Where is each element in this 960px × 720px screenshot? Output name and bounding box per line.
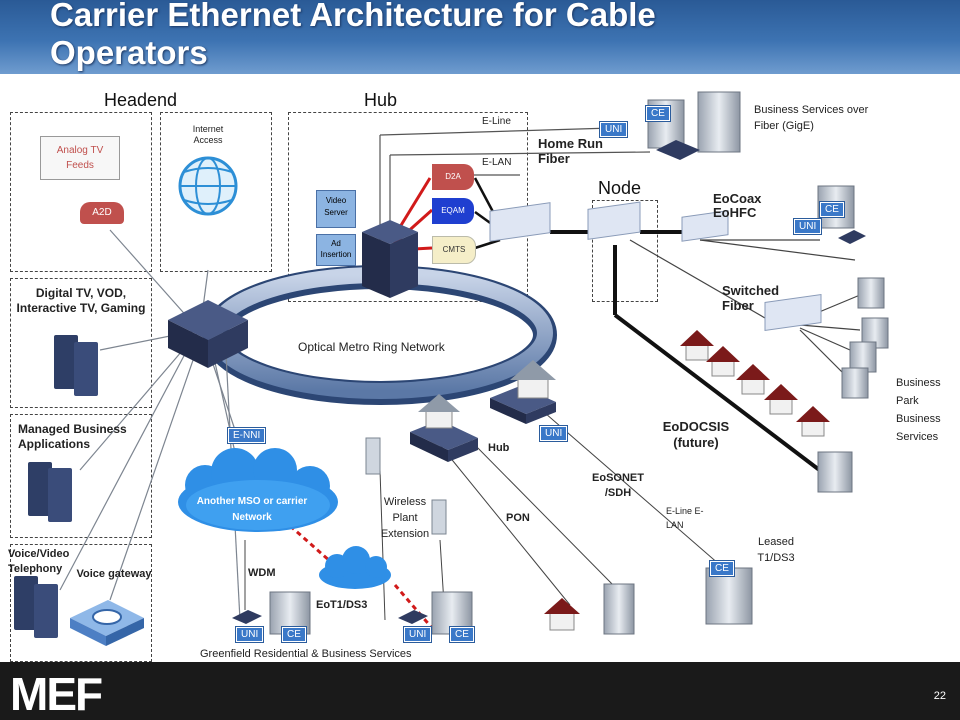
ce-tag: CE (710, 561, 734, 576)
business-fiber-label: Business Services over Fiber (GigE) (754, 104, 869, 132)
voice-video-label: Voice/Video Telephony (8, 548, 70, 575)
voice-gateway-icon (70, 600, 144, 646)
section-headend: Headend (104, 90, 178, 110)
switched-fiber-label: Switched Fiber (722, 283, 780, 313)
business-park-icons (841, 277, 889, 399)
slide-footer: MEF 22 (0, 662, 960, 720)
uni-tag: UNI (794, 219, 822, 234)
eosonet-label: EoSONET /SDH (592, 472, 644, 499)
eot1-label: EoT1/DS3 (316, 599, 368, 611)
cmts-label: CMTS (432, 236, 476, 264)
eline-elan-label: E-Line E-LAN (666, 506, 704, 530)
internet-globe-icon (178, 156, 238, 216)
analog-tv-box (10, 112, 152, 272)
e-nni-tag: E-NNI (228, 428, 266, 443)
greenfield-label: Greenfield Residential & Business Servic… (200, 648, 412, 660)
home-run-fiber-label: Home Run Fiber (538, 136, 603, 166)
internet-access-label: Internet Access (192, 124, 224, 145)
analog-tv-feeds-label: Analog TV Feeds (56, 145, 104, 171)
mso-cloud-icon (178, 448, 338, 532)
uni-tag: UNI (236, 627, 264, 642)
ce-tag: CE (282, 627, 306, 642)
optical-ring-label: Optical Metro Ring Network (298, 340, 445, 354)
video-server-label: Video Server (316, 190, 356, 228)
uni-tag: UNI (540, 426, 568, 441)
a2d-label: A2D (80, 202, 124, 224)
red-dotted-links (269, 506, 434, 629)
pon-label: PON (506, 512, 530, 524)
headend-switch-icon (168, 300, 248, 368)
server-stack-icons (14, 335, 98, 638)
slide-header: Carrier Ethernet Architecture for Cable … (0, 0, 960, 74)
managed-business-label: Managed Business Applications (18, 422, 127, 451)
eodocsis-label: EoDOCSIS (future) (662, 419, 730, 450)
section-node: Node (598, 178, 642, 198)
uni-tag: UNI (404, 627, 432, 642)
e-lan-label: E-LAN (482, 157, 512, 168)
other-mso-label: Another MSO or carrier Network (196, 496, 308, 523)
hub-rack-icon (362, 220, 418, 298)
house-icons (418, 330, 830, 631)
wireless-tower-icons (365, 437, 447, 535)
ce-tag: CE (450, 627, 474, 642)
digital-tv-box (10, 278, 152, 408)
mef-logo: MEF (10, 668, 104, 716)
patch-panel-icons (489, 201, 822, 332)
wireless-label: Wireless Plant Extension (380, 496, 430, 540)
uni-tag: UNI (600, 122, 628, 137)
slide-title: Carrier Ethernet Architecture for Cable … (50, 0, 656, 71)
ce-tag: CE (646, 106, 670, 121)
section-hub: Hub (364, 90, 398, 110)
node-box (592, 200, 658, 302)
ad-insertion-label: Ad Insertion (316, 234, 356, 266)
digital-tv-label: Digital TV, VOD, Interactive TV, Gaming (16, 286, 146, 315)
eocoax-label: EoCoax EoHFC (713, 191, 762, 220)
hub-node-label: Hub (488, 442, 510, 454)
internet-box (160, 112, 272, 272)
ce-tag: CE (820, 202, 844, 217)
modem-icons (232, 140, 866, 624)
voice-gateway-label: Voice gateway (76, 568, 152, 580)
leased-label: Leased T1/DS3 (757, 536, 795, 564)
small-cloud-icon (319, 546, 391, 589)
page-number: 22 (933, 690, 946, 702)
e-line-label: E-Line (482, 116, 511, 127)
voice-box (10, 544, 152, 662)
business-park-label: Business Park Business Services (896, 377, 941, 443)
svg-text:MEF: MEF (10, 668, 102, 716)
wdm-label: WDM (248, 567, 276, 579)
d2a-label: D2A (432, 164, 474, 190)
eqam-label: EQAM (432, 198, 474, 224)
managed-business-box (10, 414, 152, 538)
analog-tv-feeds-box: Analog TV Feeds (40, 136, 120, 180)
